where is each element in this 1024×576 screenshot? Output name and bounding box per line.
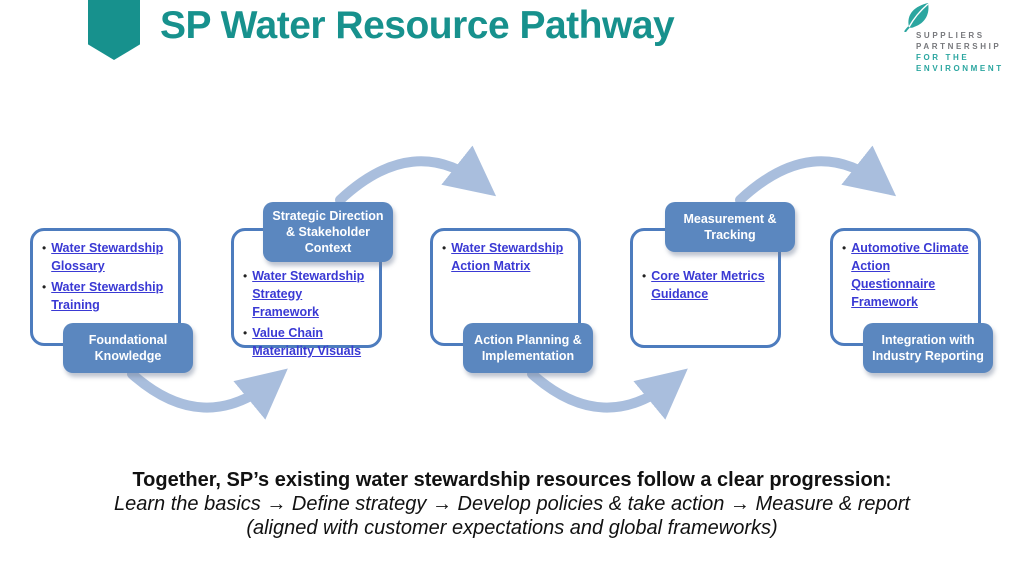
list-item: • Water Stewardship Strategy Framework (243, 267, 373, 321)
stage-label-strategic-direction: Strategic Direction & Stakeholder Contex… (263, 202, 393, 262)
footer-line-bold: Together, SP’s existing water stewardshi… (132, 469, 892, 491)
leaf-icon (904, 3, 929, 32)
logo-text-partnership: PARTNERSHIP (916, 42, 1002, 51)
resource-link-list: • Automotive Climate Action Questionnaire… (842, 239, 972, 311)
bullet: • (243, 269, 248, 283)
list-item: • Water Stewardship Action Matrix (442, 239, 572, 275)
link-water-stewardship-strategy-framework[interactable]: Water Stewardship Strategy Framework (252, 269, 365, 319)
resource-link-list: • Water Stewardship Action Matrix (442, 239, 572, 275)
page-title: SP Water Resource Pathway (160, 4, 675, 47)
logo-text-environment: ENVIRONMENT (916, 64, 1004, 73)
stage-label-integration-reporting: Integration with Industry Reporting (863, 323, 993, 373)
resource-link-list: • Water Stewardship Glossary • Water Stewa… (42, 239, 172, 314)
link-water-stewardship-action-matrix[interactable]: Water Stewardship Action Matrix (451, 241, 564, 273)
footer-summary: Together, SP’s existing water stewardshi… (0, 468, 1024, 540)
curved-arrow-3-4-icon (527, 368, 688, 420)
curved-arrow-2-3-icon (335, 145, 497, 205)
curved-arrow-4-5-icon (735, 145, 897, 205)
curved-arrow-1-2-icon (127, 368, 288, 420)
logo-text-suppliers: SUPPLIERS (916, 31, 985, 40)
stage-label-foundational-knowledge: Foundational Knowledge (63, 323, 193, 373)
stage-label-action-planning: Action Planning & Implementation (463, 323, 593, 373)
bullet: • (42, 241, 47, 255)
link-automotive-climate-action-questionnaire[interactable]: Automotive Climate Action Questionnaire … (851, 241, 969, 309)
footer-line-progression: Learn the basics → Define strategy → Dev… (114, 493, 910, 515)
link-core-water-metrics-guidance[interactable]: Core Water Metrics Guidance (651, 269, 765, 301)
resource-link-list: • Water Stewardship Strategy Framework • V… (243, 267, 373, 360)
bullet: • (42, 280, 47, 294)
bullet: • (842, 241, 847, 255)
banner-ribbon-icon (88, 0, 140, 60)
list-item: • Water Stewardship Training (42, 278, 172, 314)
list-item: • Core Water Metrics Guidance (642, 267, 772, 303)
link-water-stewardship-glossary[interactable]: Water Stewardship Glossary (51, 241, 164, 273)
bullet: • (243, 326, 248, 340)
resource-link-list: • Core Water Metrics Guidance (642, 267, 772, 303)
suppliers-partnership-logo: SUPPLIERS PARTNERSHIP FOR THE ENVIRONMEN… (898, 2, 1018, 77)
list-item: • Value Chain Materiality Visuals (243, 324, 373, 360)
list-item: • Water Stewardship Glossary (42, 239, 172, 275)
bullet: • (442, 241, 447, 255)
link-value-chain-materiality-visuals[interactable]: Value Chain Materiality Visuals (252, 326, 362, 358)
link-water-stewardship-training[interactable]: Water Stewardship Training (51, 280, 164, 312)
stage-label-measurement-tracking: Measurement & Tracking (665, 202, 795, 252)
logo-text-for-the: FOR THE (916, 53, 970, 62)
stage-box-measurement-tracking: • Core Water Metrics Guidance (630, 228, 781, 348)
footer-line-alignment: (aligned with customer expectations and … (246, 517, 778, 539)
bullet: • (642, 269, 647, 283)
list-item: • Automotive Climate Action Questionnaire… (842, 239, 972, 311)
